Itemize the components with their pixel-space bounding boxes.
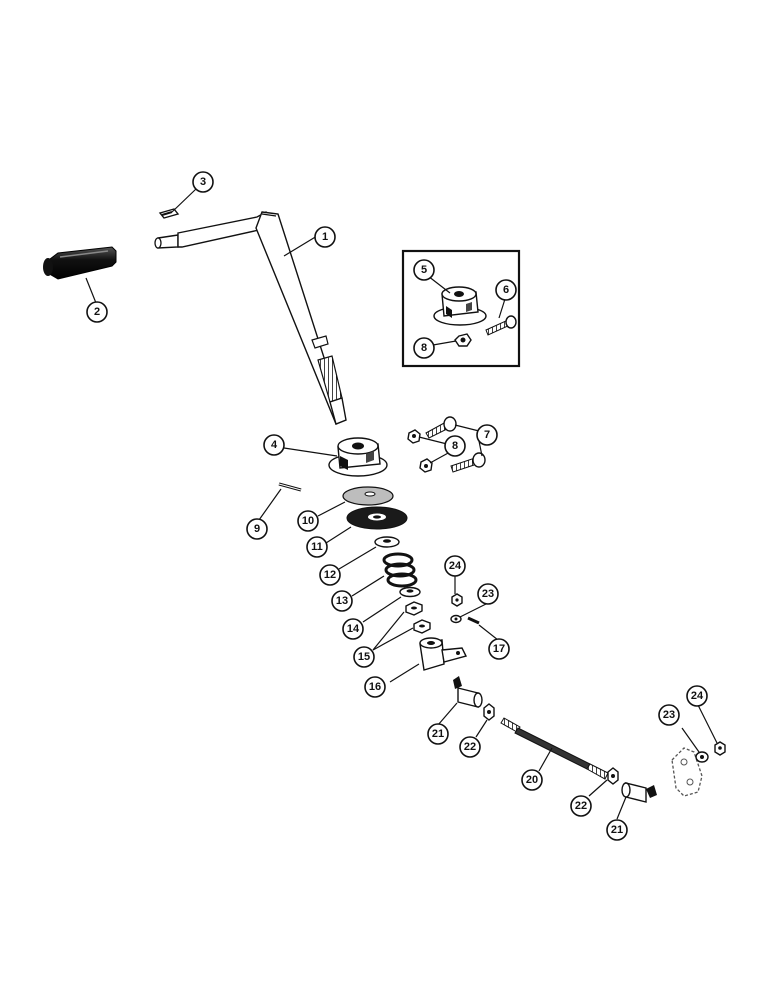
callout-21-right: 21	[606, 819, 628, 841]
callout-20: 20	[521, 769, 543, 791]
part-hub-inset	[433, 286, 487, 326]
part-knob	[43, 246, 117, 280]
callout-1: 1	[314, 226, 336, 248]
callout-5: 5	[413, 259, 435, 281]
callout-22-right: 22	[570, 795, 592, 817]
part-clevis-left	[453, 676, 483, 708]
part-cotter	[467, 616, 480, 625]
part-nuts	[407, 429, 433, 473]
part-threaded-rod	[500, 717, 609, 780]
part-washer-12	[374, 536, 400, 548]
part-lever-plate	[671, 741, 726, 797]
part-bolts	[425, 416, 486, 473]
part-pin	[278, 482, 302, 492]
svg-text:1: 1	[322, 231, 328, 243]
callout-11: 11	[306, 536, 328, 558]
svg-text:24: 24	[449, 560, 462, 572]
callout-2: 2	[86, 301, 108, 323]
svg-text:24: 24	[691, 690, 704, 702]
callout-24-right: 24	[686, 685, 708, 707]
callout-10: 10	[297, 510, 319, 532]
callout-14: 14	[342, 618, 364, 640]
svg-text:11: 11	[311, 541, 323, 553]
callout-6: 6	[495, 279, 517, 301]
part-nuts-15	[405, 601, 431, 634]
svg-text:21: 21	[611, 824, 623, 836]
callout-23-right: 23	[658, 704, 680, 726]
callout-7: 7	[476, 424, 498, 446]
part-hub	[328, 437, 388, 477]
callout-13: 13	[331, 590, 353, 612]
part-key	[158, 208, 180, 219]
part-clevis-right	[621, 782, 657, 803]
svg-text:16: 16	[369, 681, 381, 693]
callout-17: 17	[488, 638, 510, 660]
svg-text:22: 22	[464, 741, 476, 753]
leader-lines	[85, 188, 718, 820]
svg-text:15: 15	[358, 651, 370, 663]
svg-text:13: 13	[336, 595, 348, 607]
svg-text:8: 8	[452, 440, 458, 452]
svg-text:3: 3	[200, 176, 206, 188]
svg-text:23: 23	[663, 709, 675, 721]
svg-text:20: 20	[526, 774, 538, 786]
callout-24-upper: 24	[444, 555, 466, 577]
svg-text:9: 9	[254, 523, 260, 535]
part-washer-14	[399, 586, 421, 598]
part-friction-disc	[346, 506, 408, 530]
part-upper-washer-nut	[450, 593, 463, 624]
callout-15: 15	[353, 646, 375, 668]
svg-text:4: 4	[271, 439, 278, 451]
callout-8-inset: 8	[413, 337, 435, 359]
callout-4: 4	[263, 434, 285, 456]
svg-text:8: 8	[421, 342, 427, 354]
part-jam-nut-right	[607, 767, 619, 785]
svg-text:22: 22	[575, 800, 587, 812]
part-jam-nut-left	[483, 703, 495, 721]
svg-text:12: 12	[324, 569, 336, 581]
part-bolt-inset	[485, 315, 517, 336]
callout-12: 12	[319, 564, 341, 586]
callout-23-upper: 23	[477, 583, 499, 605]
part-washer-10	[342, 486, 394, 506]
svg-text:2: 2	[94, 306, 100, 318]
svg-text:5: 5	[421, 264, 427, 276]
inset-box	[401, 249, 521, 368]
svg-text:7: 7	[484, 429, 490, 441]
svg-text:23: 23	[482, 588, 494, 600]
callout-16: 16	[364, 676, 386, 698]
callout-21-left: 21	[427, 723, 449, 745]
callout-9: 9	[246, 518, 268, 540]
svg-text:21: 21	[432, 728, 444, 740]
part-arm	[419, 637, 468, 671]
callout-22-left: 22	[459, 736, 481, 758]
part-lever-rod	[154, 211, 347, 425]
svg-text:6: 6	[503, 284, 509, 296]
callout-8: 8	[444, 435, 466, 457]
part-spring	[382, 552, 418, 588]
callout-3: 3	[192, 171, 214, 193]
svg-text:10: 10	[302, 515, 314, 527]
svg-text:14: 14	[347, 623, 360, 635]
part-nut-inset	[454, 333, 472, 347]
svg-text:17: 17	[493, 643, 505, 655]
